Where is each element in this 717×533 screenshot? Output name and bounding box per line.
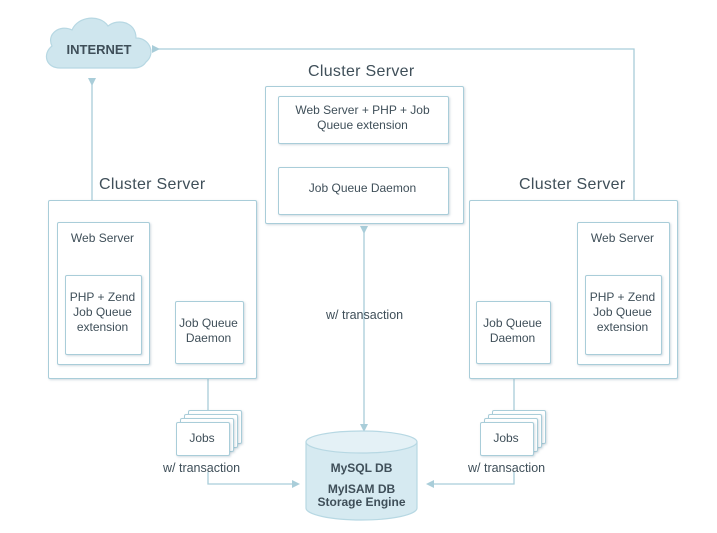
db-line-3: Storage Engine	[317, 495, 406, 509]
right-daemon	[476, 301, 551, 364]
right-php-module-label: PHP + Zend Job Queue extension	[589, 290, 656, 334]
center-daemon-label: Job Queue Daemon	[308, 181, 417, 195]
left-php-module-label: PHP + Zend Job Queue extension	[69, 290, 136, 334]
center-daemon	[278, 167, 449, 215]
left-jobs-card	[176, 422, 230, 456]
left-transaction-label: w/ transaction	[163, 461, 241, 475]
right-server-title: Cluster Server	[519, 176, 626, 193]
right-web-server-label: Web Server	[590, 231, 655, 245]
db-line-2: MyISAM DB	[327, 482, 396, 496]
left-server-title: Cluster Server	[99, 176, 206, 193]
center-web-php-label: Web Server + PHP + Job Queue extension	[295, 103, 430, 132]
database-icon	[305, 430, 418, 521]
internet-right-connector	[152, 45, 638, 222]
center-server-title: Cluster Server	[308, 63, 415, 80]
right-jobs-label: Jobs	[493, 431, 519, 445]
left-web-server-label: Web Server	[70, 231, 135, 245]
right-transaction-label: w/ transaction	[468, 461, 546, 475]
internet-label: INTERNET	[66, 42, 132, 57]
cloud-icon	[45, 17, 152, 69]
database-cylinder: MySQL DB MyISAM DB Storage Engine	[305, 430, 418, 522]
center-transaction-label: w/ transaction	[326, 308, 404, 322]
internet-cloud: INTERNET	[40, 10, 158, 76]
center-web-php	[278, 96, 449, 144]
left-jobs-db-connector	[207, 472, 300, 488]
left-daemon	[175, 301, 244, 364]
right-php-module	[585, 275, 662, 355]
left-php-module	[65, 275, 142, 355]
db-line-1: MySQL DB	[330, 461, 393, 475]
left-jobs-label: Jobs	[189, 431, 215, 445]
right-jobs-card	[480, 422, 534, 456]
right-jobs-db-connector	[426, 472, 515, 488]
left-daemon-label: Job Queue Daemon	[179, 316, 238, 345]
right-daemon-label: Job Queue Daemon	[483, 316, 542, 345]
